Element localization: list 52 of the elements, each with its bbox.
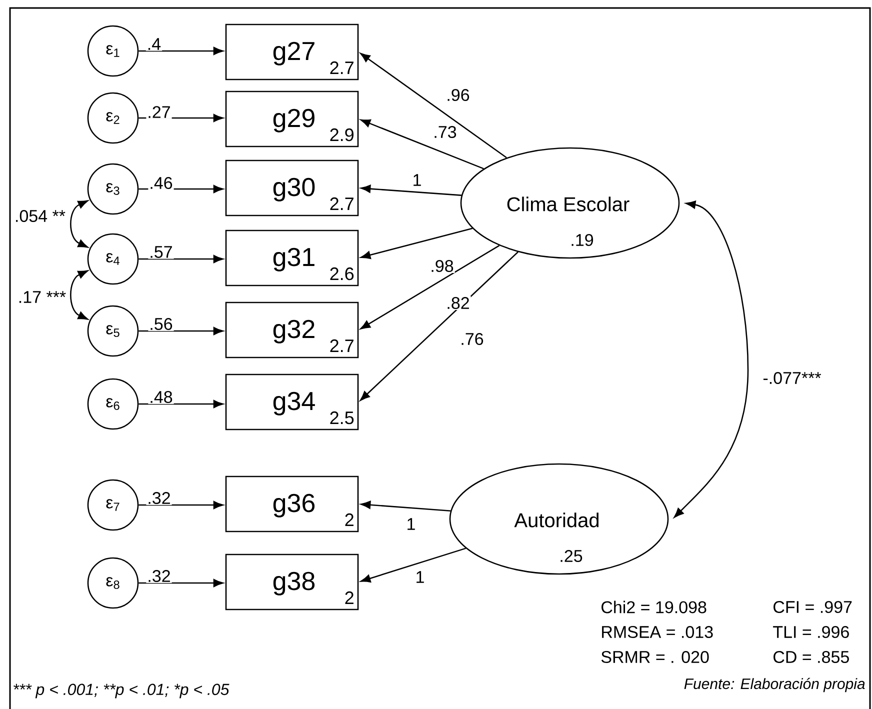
fit-statistic: Chi2 = 19.098: [602, 600, 706, 614]
variable-box: g31 2.6: [225, 230, 359, 286]
arrow: [138, 46, 224, 56]
edge-label: .48: [148, 390, 174, 404]
edge-label: .27: [146, 105, 172, 119]
edge-label: .76: [459, 332, 485, 346]
edge-label: .32: [146, 569, 172, 584]
edge-label: .57: [148, 245, 174, 259]
arrow: [70, 270, 88, 320]
variable-box: g36 2: [225, 476, 359, 532]
fit-statistic: CFI = .997: [774, 600, 852, 614]
edge-label: .054 **: [13, 208, 67, 224]
arrow: [360, 228, 473, 260]
footnote: *** p < .001; **p < .01; *p < .05: [14, 684, 230, 698]
arrow: [360, 244, 500, 330]
edge-label: -.077***: [762, 371, 822, 386]
edge-label: 1: [414, 570, 426, 584]
edge-label: 1: [405, 517, 417, 531]
fit-statistic: TLI = .996: [773, 626, 849, 638]
arrow: [360, 184, 462, 196]
arrow: [138, 579, 224, 588]
arrow: [138, 326, 224, 336]
arrow: [360, 52, 507, 158]
variable-box: g32 2.7: [225, 302, 359, 358]
variable-box: g34 2.5: [225, 374, 359, 430]
edge-label: .17 ***: [16, 290, 68, 304]
edge-label: .96: [445, 88, 471, 102]
variable-box: g38 2: [225, 554, 359, 610]
arrow: [360, 119, 484, 170]
arrow: [360, 252, 518, 401]
fit-statistic: RMSEA = .013: [602, 626, 713, 638]
variable-box: g27 2.7: [225, 24, 359, 80]
fit-statistic: SRMR = . 020: [601, 651, 709, 664]
arrow: [70, 200, 88, 248]
edge-label: .82: [445, 296, 471, 310]
arrow: [674, 200, 749, 518]
source-note: Fuente: Elaboración propia: [684, 678, 865, 692]
arrow: [360, 500, 451, 512]
edge-label: .32: [146, 491, 172, 506]
arrow: [138, 500, 224, 510]
fit-statistic: CD = .855: [774, 651, 849, 664]
edge-label: .98: [429, 258, 455, 274]
variable-box: g30 2.7: [225, 160, 359, 216]
edge-label: .46: [148, 176, 174, 190]
variable-box: g29 2.9: [225, 90, 359, 148]
edge-label: 1: [411, 173, 423, 187]
arrow: [138, 400, 224, 408]
edge-label: .73: [432, 124, 458, 140]
edge-label: .56: [148, 316, 174, 332]
arrow: [138, 254, 224, 264]
arrow: [360, 548, 466, 582]
edge-label: .4: [146, 37, 162, 51]
